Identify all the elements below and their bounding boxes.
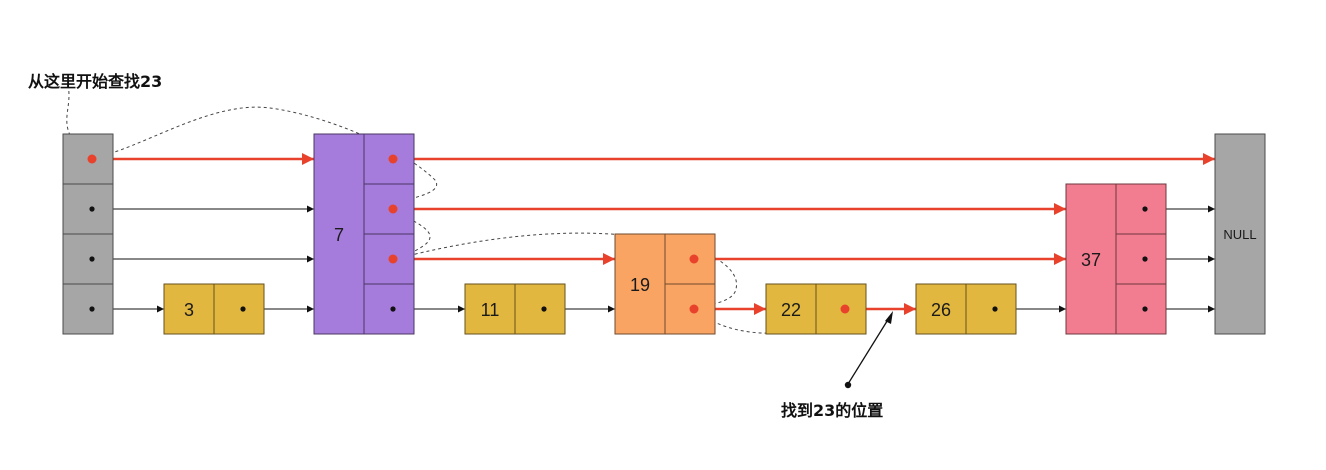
pointer-cell-level-3 <box>1115 183 1167 235</box>
pointer-dot-n7-level-1 <box>390 306 396 312</box>
node-key-label: 26 <box>931 300 951 320</box>
pointer-cell-level-2 <box>62 233 114 285</box>
pointer-cell-level-1 <box>363 283 415 335</box>
node-key-label: 7 <box>334 225 344 245</box>
node-n11: 11 <box>464 283 566 335</box>
node-key-cell <box>614 233 666 335</box>
pointer-cell-level-1 <box>514 283 566 335</box>
node-key-cell <box>915 283 967 335</box>
node-key-cell <box>765 283 817 335</box>
pointer-dot-n19-level-1 <box>689 304 699 314</box>
node-key-cell <box>464 283 516 335</box>
pointer-dot-head-level-3 <box>89 206 95 212</box>
node-key-cell <box>313 133 365 335</box>
pointer-cell-level-2 <box>1115 233 1167 285</box>
node-key-cell <box>1065 183 1117 335</box>
node-n19: 19 <box>614 233 716 335</box>
pointer-dot-head-level-2 <box>89 256 95 262</box>
node-n7: 7 <box>313 133 415 335</box>
node-key-label: 11 <box>481 300 500 320</box>
pointer-dot-n7-level-2 <box>388 254 398 264</box>
node-null: NULL <box>1214 133 1266 335</box>
pointer-dot-n11-level-1 <box>541 306 547 312</box>
pointer-dot-n7-level-4 <box>388 154 398 164</box>
pointer-dot-n3-level-1 <box>240 306 246 312</box>
null-label: NULL <box>1223 227 1256 242</box>
pointer-dot-n37-level-2 <box>1142 256 1148 262</box>
null-terminal-cell <box>1214 133 1266 335</box>
node-key-label: 19 <box>630 275 650 295</box>
node-head <box>62 133 114 335</box>
found-pointer-line <box>847 317 890 385</box>
pointer-cell-level-1 <box>213 283 265 335</box>
found-position-annotation: 找到23的位置 <box>781 401 884 420</box>
pointer-cell-level-1 <box>965 283 1017 335</box>
pointer-cell-level-1 <box>62 283 114 335</box>
node-key-label: 22 <box>781 300 801 320</box>
dots-layer <box>87 154 1148 314</box>
pointer-dot-head-level-1 <box>89 306 95 312</box>
node-n37: 37 <box>1065 183 1167 335</box>
pointer-cell-level-1 <box>1115 283 1167 335</box>
pointer-dot-head-level-4 <box>87 154 97 164</box>
start-search-annotation: 从这里开始查找23 <box>28 72 163 91</box>
pointer-dot-n7-level-3 <box>388 204 398 214</box>
pointer-dot-n22-level-1 <box>840 304 850 314</box>
node-key-label: 3 <box>184 300 194 320</box>
found-pointer-dot <box>844 381 852 389</box>
pointer-dot-n26-level-1 <box>992 306 998 312</box>
pointer-cell-level-3 <box>62 183 114 235</box>
node-key-label: 37 <box>1081 250 1101 270</box>
pointer-dot-n37-level-1 <box>1142 306 1148 312</box>
pointer-dot-n37-level-3 <box>1142 206 1148 212</box>
node-key-cell <box>163 283 215 335</box>
pointer-dot-n19-level-2 <box>689 254 699 264</box>
node-n3: 3 <box>163 283 265 335</box>
node-n26: 26 <box>915 283 1017 335</box>
node-n22: 22 <box>765 283 867 335</box>
found-pointer-arrowhead <box>885 311 893 324</box>
